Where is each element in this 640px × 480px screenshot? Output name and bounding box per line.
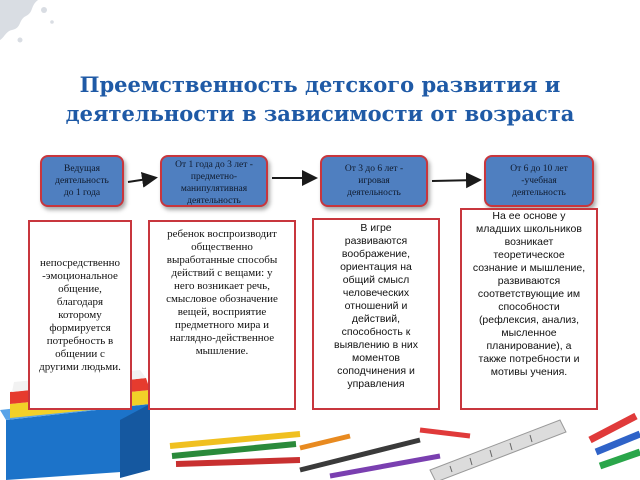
stage-header-3-text: От 3 до 6 лет - игровая деятельность bbox=[344, 164, 404, 198]
stage-header-4: От 6 до 10 лет -учебная деятельность bbox=[484, 155, 594, 207]
title-line-2: деятельности в зависимости от возраста bbox=[65, 101, 575, 126]
crayons-icon bbox=[419, 412, 640, 470]
stage-card-3-text: В игре развиваются воображение, ориентац… bbox=[334, 222, 418, 390]
stage-card-4: На ее основе у младших школьников возник… bbox=[460, 208, 598, 410]
stage-header-4-text: От 6 до 10 лет -учебная деятельность bbox=[510, 164, 568, 198]
stage-header-2-text: От 1 года до 3 лет - предметно- манипуля… bbox=[175, 160, 253, 206]
stage-card-3: В игре развиваются воображение, ориентац… bbox=[312, 218, 440, 410]
stage-card-4-text: На ее основе у младших школьников возник… bbox=[472, 210, 586, 378]
stage-header-3: От 3 до 6 лет - игровая деятельность bbox=[320, 155, 428, 207]
stage-header-1-text: Ведущая деятельность до 1 года bbox=[55, 164, 109, 198]
stage-card-2: ребенок воспроизводит общественно вырабо… bbox=[148, 220, 296, 410]
arrow-1 bbox=[127, 171, 158, 188]
stage-header-1: Ведущая деятельность до 1 года bbox=[40, 155, 124, 207]
stage-card-1-text: непосредственно -эмоциональное общение, … bbox=[39, 256, 121, 373]
page-title: Преемственность детского развития и деят… bbox=[60, 70, 580, 128]
title-line-1: Преемственность детского развития и bbox=[79, 72, 561, 97]
stage-header-2: От 1 года до 3 лет - предметно- манипуля… bbox=[160, 155, 268, 207]
ink-splash-icon bbox=[0, 0, 54, 43]
arrow-3 bbox=[431, 172, 482, 189]
ruler-icon bbox=[429, 419, 567, 480]
stage-card-2-text: ребенок воспроизводит общественно вырабо… bbox=[166, 228, 278, 357]
stage-card-1: непосредственно -эмоциональное общение, … bbox=[28, 220, 132, 410]
pencils-icon bbox=[169, 431, 441, 479]
